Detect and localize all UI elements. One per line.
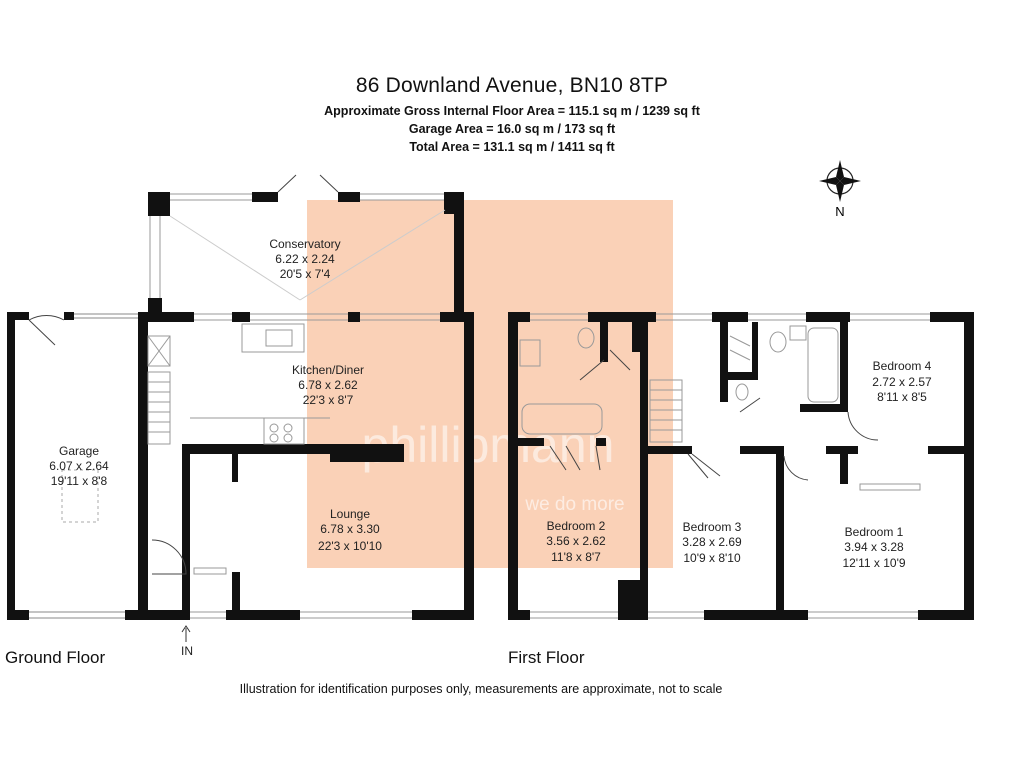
room-name-garage: Garage bbox=[59, 444, 99, 458]
room-metric-bedroom1: 3.94 x 3.28 bbox=[844, 540, 904, 554]
room-imperial-bedroom1: 12'11 x 10'9 bbox=[842, 556, 905, 570]
room-name-bedroom2: Bedroom 2 bbox=[547, 519, 606, 533]
room-imperial-lounge: 22'3 x 10'10 bbox=[318, 539, 382, 553]
first-floor-walls bbox=[508, 312, 974, 620]
total-area-text: Total Area = 131.1 sq m / 1411 sq ft bbox=[409, 140, 615, 154]
room-metric-kitchen: 6.78 x 2.62 bbox=[298, 378, 358, 392]
garage-openings bbox=[28, 313, 138, 619]
room-imperial-bedroom3: 10'9 x 8'10 bbox=[683, 551, 741, 565]
conservatory-openings bbox=[149, 174, 446, 301]
room-metric-bedroom4: 2.72 x 2.57 bbox=[872, 375, 932, 389]
room-metric-bedroom2: 3.56 x 2.62 bbox=[546, 534, 606, 548]
room-imperial-kitchen: 22'3 x 8'7 bbox=[303, 393, 354, 407]
room-name-bedroom4: Bedroom 4 bbox=[873, 359, 932, 373]
room-imperial-bedroom2: 11'8 x 8'7 bbox=[551, 550, 601, 564]
room-name-bedroom1: Bedroom 1 bbox=[845, 525, 904, 539]
ground-floor-label: Ground Floor bbox=[5, 648, 106, 667]
compass-label: N bbox=[835, 204, 844, 219]
room-metric-conservatory: 6.22 x 2.24 bbox=[275, 252, 335, 266]
room-metric-lounge: 6.78 x 3.30 bbox=[320, 522, 380, 536]
compass-icon bbox=[819, 160, 861, 202]
property-title: 86 Downland Avenue, BN10 8TP bbox=[355, 74, 669, 97]
room-name-lounge: Lounge bbox=[330, 507, 370, 521]
watermark-block bbox=[307, 200, 673, 568]
room-imperial-conservatory: 20'5 x 7'4 bbox=[280, 267, 331, 281]
room-name-kitchen: Kitchen/Diner bbox=[292, 363, 364, 377]
first-floor-label: First Floor bbox=[508, 648, 585, 667]
entrance-arrow bbox=[181, 625, 191, 642]
conservatory-walls bbox=[148, 192, 464, 312]
watermark-tagline: we do more bbox=[524, 494, 624, 515]
ground-floor-walls bbox=[138, 312, 474, 620]
room-metric-garage: 6.07 x 2.64 bbox=[49, 459, 109, 473]
room-imperial-garage: 19'11 x 8'8 bbox=[51, 474, 108, 488]
first-floor-details bbox=[519, 313, 930, 619]
room-name-conservatory: Conservatory bbox=[269, 237, 340, 251]
garage-area-text: Garage Area = 16.0 sq m / 173 sq ft bbox=[408, 122, 616, 136]
room-name-bedroom3: Bedroom 3 bbox=[683, 520, 742, 534]
disclaimer: Illustration for identification purposes… bbox=[239, 682, 723, 696]
room-metric-bedroom3: 3.28 x 2.69 bbox=[682, 535, 742, 549]
entrance-label: IN bbox=[181, 644, 193, 658]
gross-area-text: Approximate Gross Internal Floor Area = … bbox=[324, 104, 700, 118]
ground-floor-details bbox=[147, 313, 440, 619]
room-imperial-bedroom4: 8'11 x 8'5 bbox=[877, 390, 927, 404]
